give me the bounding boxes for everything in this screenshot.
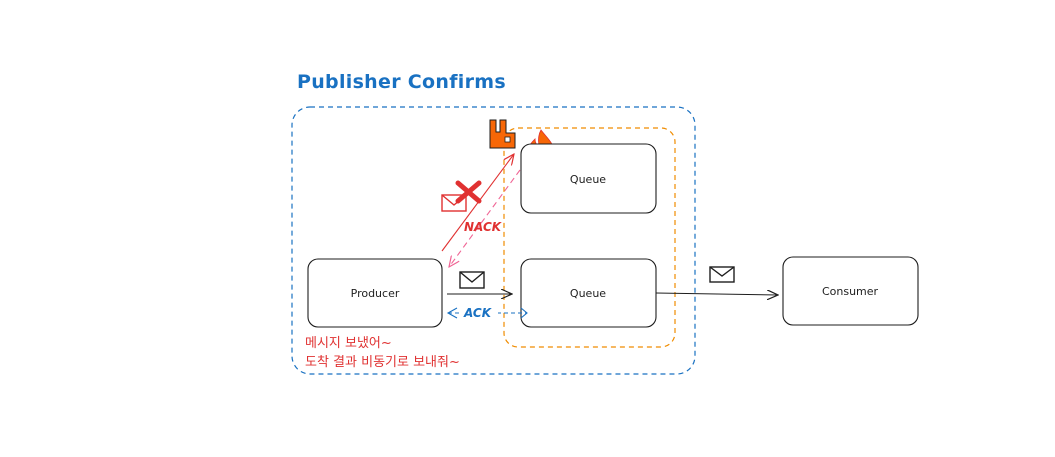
publisher-confirms-boundary	[291, 106, 696, 375]
queue-top-node: Queue	[520, 143, 657, 214]
diagram-title: Publisher Confirms	[297, 71, 506, 93]
ack-label: ACK	[463, 306, 493, 320]
note-line-1: 메시지 보냈어~	[305, 336, 392, 351]
envelope-icon	[709, 266, 735, 283]
deliver-arrow	[655, 293, 778, 295]
rabbitmq-logo-icon	[489, 119, 516, 149]
note-line-2: 도착 결과 비동기로 보내줘~	[305, 355, 460, 370]
nack-arrow	[449, 169, 521, 267]
producer-label: Producer	[351, 287, 400, 300]
ack-arrow	[446, 305, 528, 321]
queue-bottom-label: Queue	[570, 287, 606, 300]
consumer-label: Consumer	[822, 285, 879, 298]
producer-node: Producer	[307, 258, 443, 328]
nack-label: NACK	[464, 220, 503, 234]
queue-bottom-node: Queue	[520, 258, 657, 328]
red-x-icon	[455, 180, 482, 204]
consumer-node: Consumer	[782, 256, 919, 326]
queue-top-label: Queue	[570, 173, 606, 186]
envelope-icon	[459, 271, 485, 289]
